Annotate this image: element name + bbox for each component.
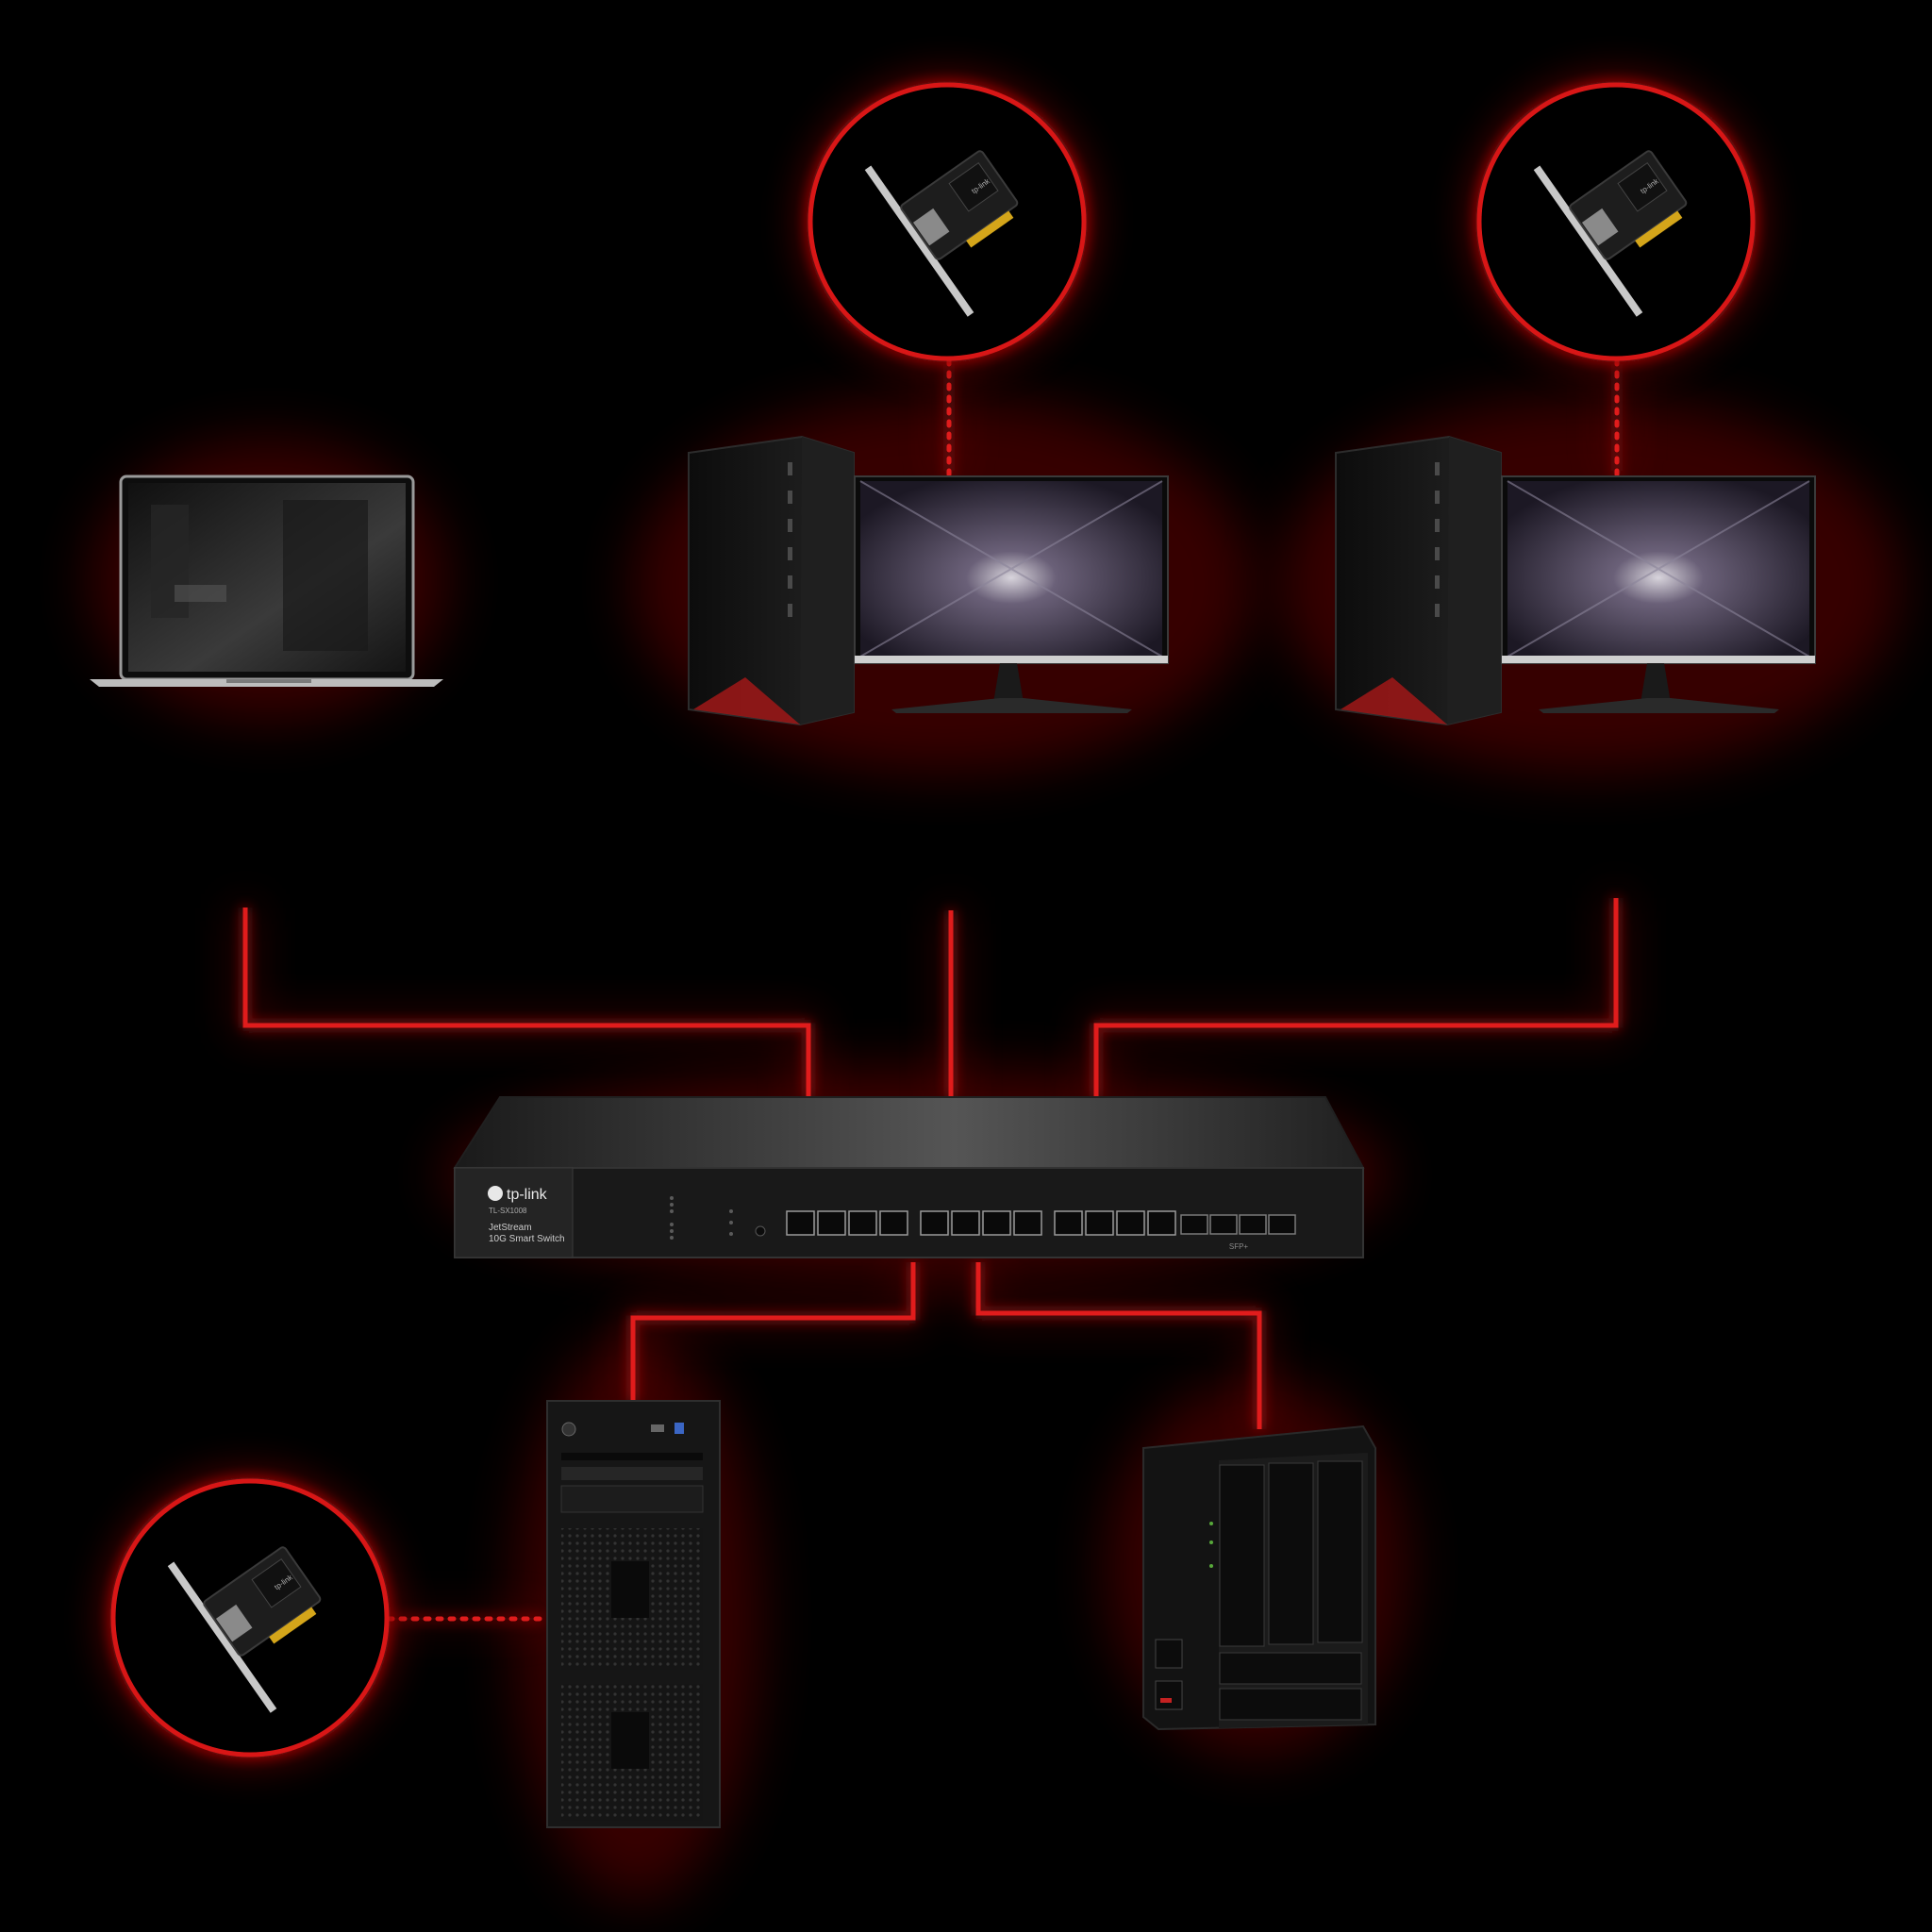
rj45-port <box>1116 1210 1145 1236</box>
monitor <box>1501 475 1816 713</box>
usb-port <box>675 1423 684 1434</box>
rj45-port <box>786 1210 815 1236</box>
cable-laptop-to-switch <box>242 908 811 1096</box>
desktop-pc-icon <box>1335 435 1816 726</box>
nas-storage-icon <box>1142 1424 1376 1731</box>
gold-contacts <box>269 1607 317 1644</box>
switch-description: 10G Smart Switch <box>489 1234 565 1244</box>
tower-server-icon <box>546 1400 721 1828</box>
laptop-icon <box>90 475 443 687</box>
switch-front <box>454 1167 1364 1258</box>
rj45-port <box>1147 1210 1176 1236</box>
sfp-port <box>1268 1214 1296 1235</box>
sfp-port <box>1180 1214 1208 1235</box>
rj45-port <box>1054 1210 1083 1236</box>
switch-model: TL-SX1008 <box>489 1207 527 1215</box>
rj45-jack <box>1581 208 1619 246</box>
pcie-network-card-icon: tp-link <box>167 1546 322 1713</box>
heatsink <box>251 1557 302 1608</box>
network-switch: tp-link TL-SX1008 JetStream 10G Smart Sw… <box>453 1096 1365 1258</box>
drive-bays <box>1219 1460 1363 1721</box>
nic-connectors <box>386 358 1620 1622</box>
switch-brand-plate <box>454 1167 574 1258</box>
sfp-port <box>1239 1214 1267 1235</box>
monitor <box>854 475 1169 713</box>
pc-case <box>688 435 855 726</box>
rj45-jack <box>912 208 950 246</box>
rj45-port-bank <box>786 1210 1176 1236</box>
pcie-network-card-icon: tp-link <box>864 150 1019 317</box>
rj45-port <box>817 1210 846 1236</box>
rj45-port <box>920 1210 949 1236</box>
sfp-port-bank <box>1180 1214 1296 1235</box>
cable-desktop-2-to-switch <box>1093 898 1619 1096</box>
cable-switch-to-server <box>630 1262 916 1401</box>
heatsink <box>1617 161 1668 212</box>
desktop-pc-icon <box>688 435 1169 726</box>
rj45-port <box>848 1210 877 1236</box>
network-cables <box>242 898 1619 1429</box>
rj45-port <box>951 1210 980 1236</box>
rj45-port <box>1013 1210 1042 1236</box>
card-bracket <box>864 165 974 317</box>
pc-case <box>1335 435 1502 726</box>
status-leds <box>670 1196 733 1240</box>
pcie-network-card-icon: tp-link <box>1533 150 1688 317</box>
gold-contacts <box>966 210 1014 248</box>
card-bracket <box>1533 165 1643 317</box>
cable-switch-to-nas <box>975 1262 1262 1429</box>
sfp-port <box>1209 1214 1238 1235</box>
switch-top <box>453 1096 1365 1169</box>
heatsink <box>948 161 999 212</box>
power-button <box>561 1422 576 1437</box>
tp-link-logo-icon <box>488 1186 503 1201</box>
gold-contacts <box>1635 210 1683 248</box>
rj45-port <box>879 1210 908 1236</box>
rj45-jack <box>215 1604 253 1642</box>
rj45-port <box>1085 1210 1114 1236</box>
sfp-label: SFP+ <box>1229 1242 1249 1251</box>
reset-button <box>755 1225 766 1237</box>
card-bracket <box>167 1561 277 1713</box>
switch-series: JetStream <box>489 1223 532 1233</box>
rj45-port <box>982 1210 1011 1236</box>
switch-brand: tp-link <box>507 1187 548 1203</box>
